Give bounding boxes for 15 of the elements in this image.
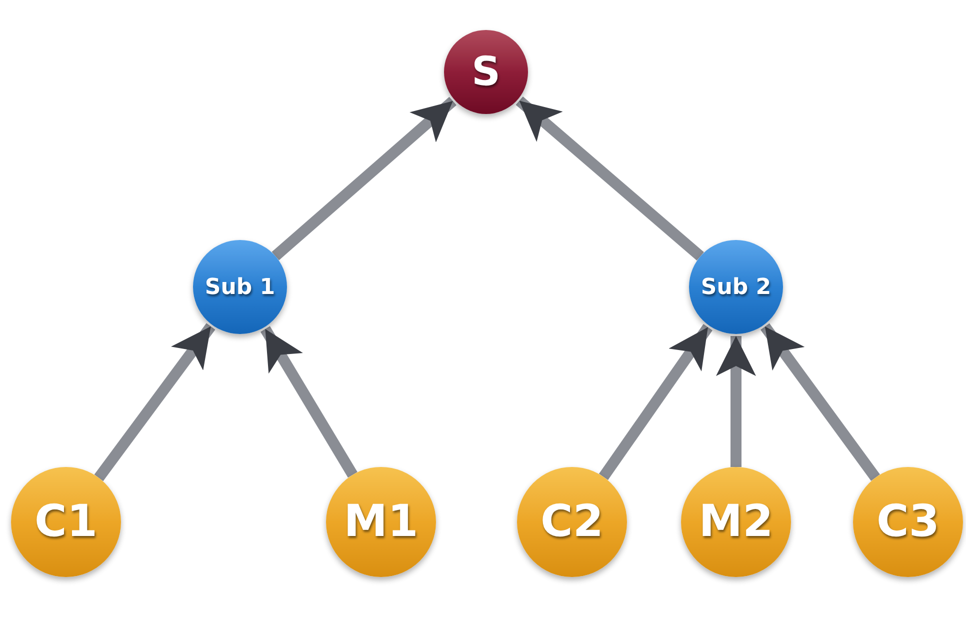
arrow	[716, 336, 756, 467]
node-label: M1	[344, 495, 418, 549]
node-label: C3	[876, 495, 940, 549]
arrow	[598, 324, 712, 480]
arrow	[260, 326, 358, 478]
node-label: Sub 1	[204, 274, 276, 302]
node-label: Sub 2	[700, 274, 772, 302]
arrow	[272, 96, 456, 260]
node-label: S	[472, 48, 500, 97]
node-label: C2	[540, 495, 604, 549]
arrow	[760, 323, 880, 481]
node-label: M2	[698, 495, 774, 549]
arrow	[516, 96, 704, 261]
arrow	[94, 323, 216, 482]
node-label: C1	[34, 495, 98, 549]
